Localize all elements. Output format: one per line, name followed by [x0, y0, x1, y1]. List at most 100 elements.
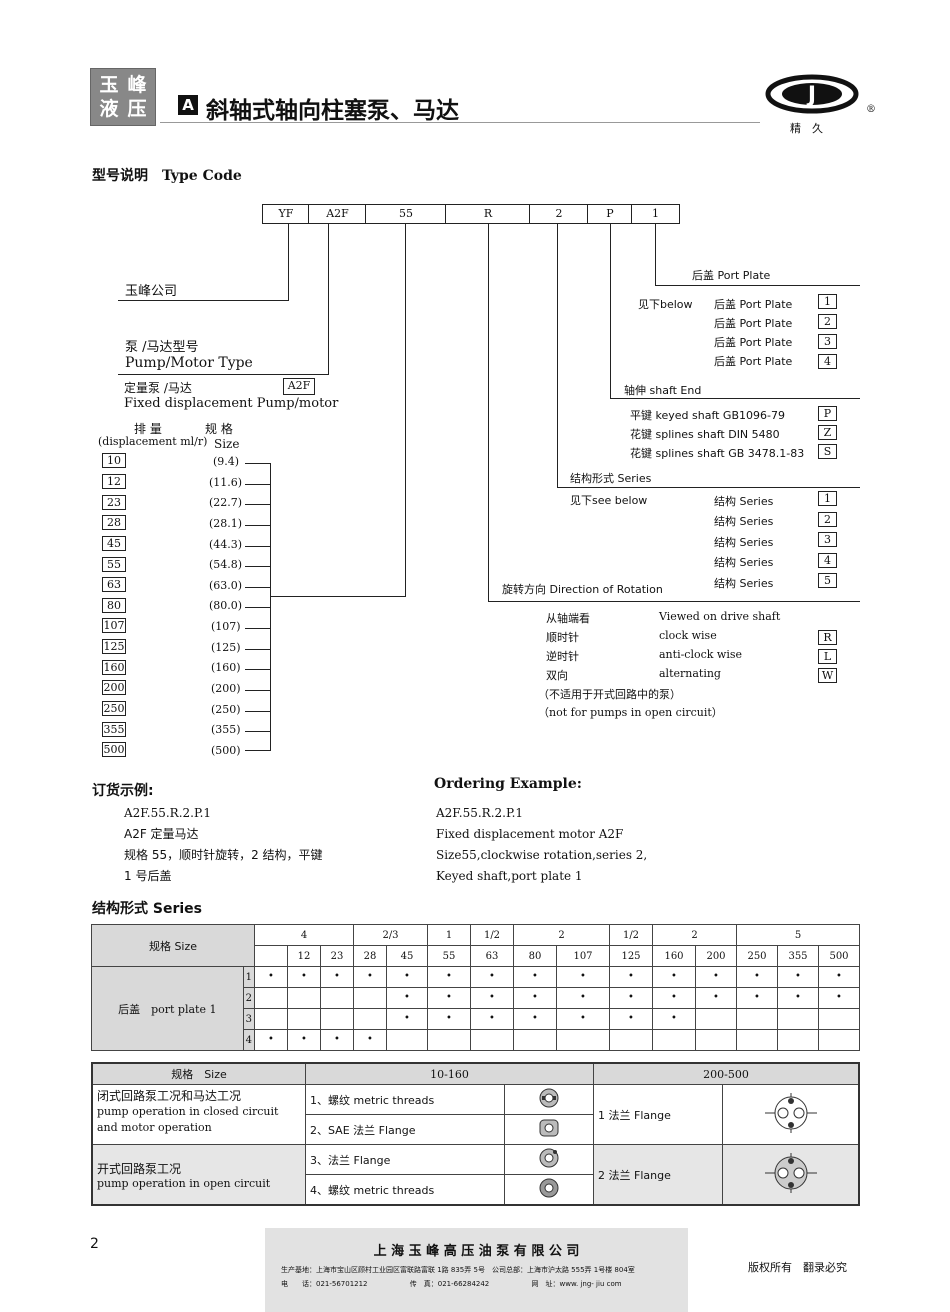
rotation-head-en: Viewed on drive shaft: [659, 610, 781, 623]
mark-cell: •: [818, 987, 860, 1009]
series-item: 结构 Series: [714, 515, 774, 528]
series-code: 4: [818, 553, 837, 568]
shaft-code: P: [818, 406, 837, 421]
mark-cell: [254, 987, 288, 1009]
mark-cell: •: [652, 1008, 696, 1030]
size-code: 250: [102, 701, 126, 716]
size-cell: 80: [513, 945, 557, 967]
brand-logo-icon: J: [765, 74, 859, 114]
mark-cell: •: [254, 1029, 288, 1051]
mark-cell: [287, 987, 321, 1009]
mark-cell: •: [513, 1008, 557, 1030]
port-plate-code: 3: [818, 334, 837, 349]
mark-cell: [652, 1029, 696, 1051]
option-4-icon-cell: [504, 1174, 594, 1206]
shaft-item: 花键 splines shaft DIN 5480: [630, 428, 780, 441]
page-title: 斜轴式轴向柱塞泵、马达: [206, 98, 459, 124]
size-code: 45: [102, 536, 126, 551]
row-number: 4: [242, 1029, 256, 1051]
logo-char: 峰: [127, 74, 147, 96]
port-col1: 10-160: [305, 1062, 594, 1085]
group-cell: 2: [513, 924, 610, 946]
section-badge: A: [178, 95, 198, 115]
mark-cell: [818, 1008, 860, 1030]
series-code: 2: [818, 512, 837, 527]
logo-char: 液: [99, 98, 119, 120]
port-plate-title: 后盖 Port Plate: [692, 269, 771, 282]
size-cell: 160: [652, 945, 696, 967]
mark-cell: •: [609, 966, 653, 988]
code-box: 1: [631, 204, 680, 224]
mark-cell: •: [556, 987, 610, 1009]
ordering-line: A2F.55.R.2.P.1: [436, 806, 524, 820]
mark-cell: •: [513, 966, 557, 988]
ordering-title-cn: 订货示例:: [92, 783, 154, 799]
shaft-code: Z: [818, 425, 837, 440]
size-disp: (28.1): [209, 517, 243, 530]
option-4: 4、螺纹 metric threads: [305, 1174, 505, 1206]
shaft-item: 平键 keyed shaft GB1096-79: [630, 409, 785, 422]
size-disp: (44.3): [209, 538, 243, 551]
code-box: P: [587, 204, 633, 224]
rotation-note-en: （not for pumps in open circuit）: [538, 706, 723, 719]
mark-cell: •: [695, 987, 737, 1009]
metric-thread-port-icon-2: [539, 1178, 559, 1198]
mark-cell: [777, 1029, 819, 1051]
size-cell: 55: [427, 945, 471, 967]
size-code: 160: [102, 660, 126, 675]
page-number: 2: [90, 1236, 99, 1252]
rotation-code: L: [818, 649, 837, 664]
closed-en: pump operation in closed circuit and mot…: [97, 1105, 279, 1134]
mark-cell: •: [470, 987, 514, 1009]
rotation-cn: 双向: [546, 669, 568, 682]
size-cell: 500: [818, 945, 860, 967]
group-cell: 5: [736, 924, 860, 946]
pump-type-en: Pump/Motor Type: [125, 355, 253, 371]
size-disp: (22.7): [209, 496, 243, 509]
big-flange-1: 1 法兰 Flange: [593, 1084, 723, 1145]
mark-cell: •: [736, 987, 778, 1009]
rotation-note-cn: （不适用于开式回路中的泵）: [538, 688, 681, 701]
port-plate-code: 1: [818, 294, 837, 309]
option-3: 3、法兰 Flange: [305, 1144, 505, 1175]
series-code: 3: [818, 532, 837, 547]
mark-cell: [513, 1029, 557, 1051]
mark-cell: •: [427, 987, 471, 1009]
size-code: 63: [102, 577, 126, 592]
ordering-line: 1 号后盖: [124, 869, 172, 883]
mark-cell: [320, 1008, 354, 1030]
mark-cell: [353, 987, 387, 1009]
ordering-line: A2F.55.R.2.P.1: [124, 806, 212, 820]
size-cell: 200: [695, 945, 737, 967]
mark-cell: •: [427, 966, 471, 988]
row-number: 3: [242, 1008, 256, 1030]
footer-band: 上 海 玉 峰 高 压 油 泵 有 限 公 司 生产基地：上海市宝山区顾村工业园…: [265, 1228, 688, 1312]
option-1-icon-cell: [504, 1084, 594, 1115]
company-logo: 玉 峰 液 压: [90, 68, 156, 126]
size-cell: [254, 945, 288, 967]
option-3-icon-cell: [504, 1144, 594, 1175]
mark-cell: •: [556, 1008, 610, 1030]
shaft-item: 花键 splines shaft GB 3478.1-83: [630, 447, 805, 460]
group-cell: 2: [652, 924, 737, 946]
sae-flange-port-icon: [539, 1119, 559, 1137]
size-code: 200: [102, 680, 126, 695]
rotation-code: W: [818, 668, 837, 683]
size-code: 500: [102, 742, 126, 757]
mark-cell: [254, 1008, 288, 1030]
disp-head-en: (displacement ml/r): [98, 435, 208, 448]
group-cell: 1/2: [470, 924, 514, 946]
mark-cell: [736, 1029, 778, 1051]
port-col2: 200-500: [593, 1062, 860, 1085]
size-cell: 28: [353, 945, 387, 967]
size-disp: (500): [211, 744, 241, 757]
ordering-cn-lines: A2F.55.R.2.P.1 A2F 定量马达 规格 55，顺时针旋转，2 结构…: [124, 803, 323, 887]
footer-contacts: 电 话：021-56701212 传 真：021-66284242 网 址：ww…: [281, 1279, 688, 1289]
footer-tel: 电 话：021-56701212: [281, 1280, 368, 1288]
mark-cell: •: [470, 1008, 514, 1030]
size-disp: (11.6): [209, 476, 243, 489]
logo-char: 压: [127, 98, 147, 120]
size-code: 23: [102, 495, 126, 510]
ordering-line: Fixed displacement motor A2F: [436, 827, 624, 841]
row-number: 1: [242, 966, 256, 988]
